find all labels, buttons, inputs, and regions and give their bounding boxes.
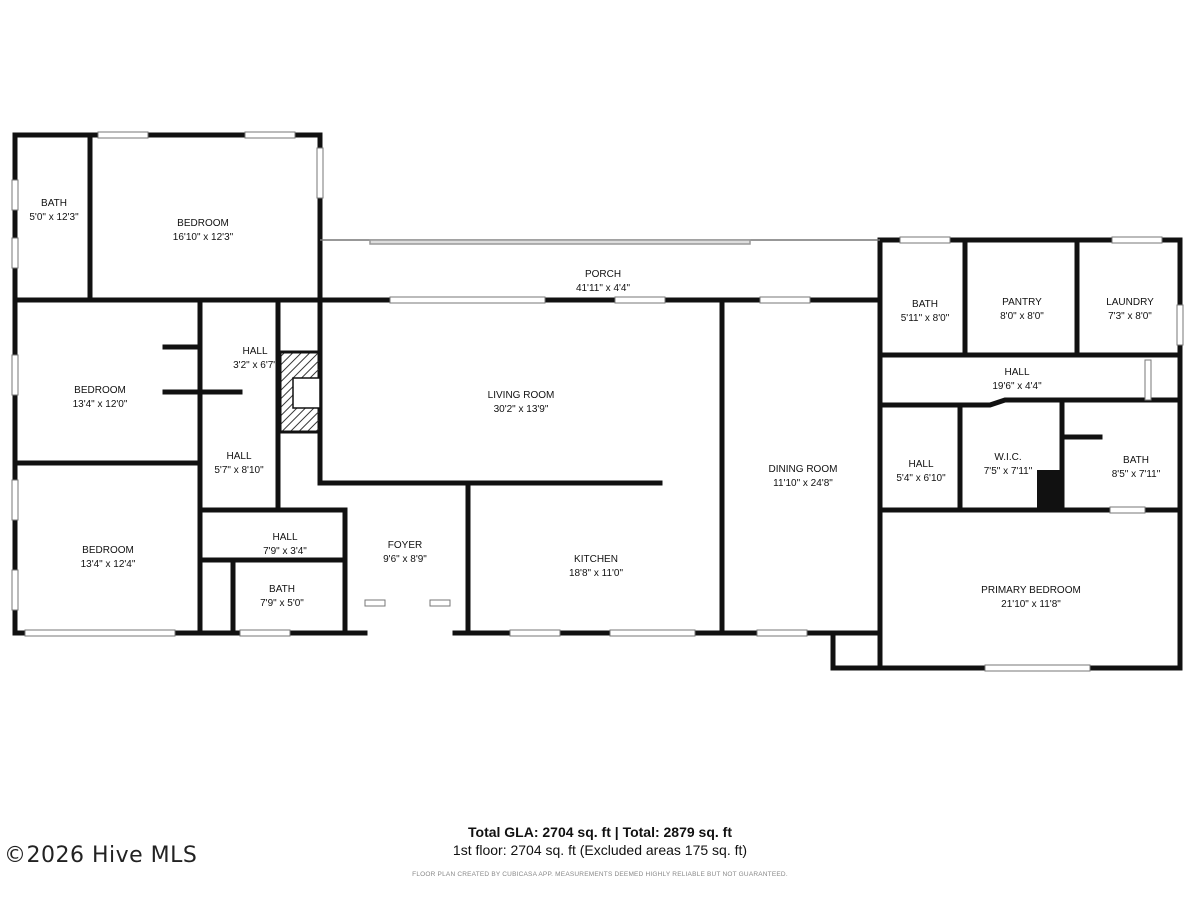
room-dims: 19'6" x 4'4" [992, 381, 1042, 392]
room-name: BATH [41, 198, 67, 209]
room-name: HALL [1004, 367, 1029, 378]
porch-outline [320, 239, 880, 245]
closet-fixture [1037, 470, 1062, 510]
room-name: W.I.C. [994, 452, 1021, 463]
room-dims: 8'0" x 8'0" [1000, 311, 1044, 322]
room-dims: 30'2" x 13'9" [494, 404, 549, 415]
room-name: BEDROOM [74, 385, 126, 396]
fireplace [278, 350, 322, 434]
room-name: HALL [226, 451, 251, 462]
room-name: PANTRY [1002, 297, 1042, 308]
room-name: LAUNDRY [1106, 297, 1154, 308]
windows [11, 131, 1184, 672]
room-name: BATH [912, 299, 938, 310]
room-name: BEDROOM [177, 218, 229, 229]
room-name: BATH [269, 584, 295, 595]
room-dims: 21'10" x 11'8" [1001, 599, 1061, 610]
room-dims: 18'8" x 11'0" [569, 568, 624, 579]
room-dims: 8'5" x 7'11" [1112, 469, 1161, 480]
room-labels: BATH 5'0" x 12'3" BEDROOM 16'10" x 12'3"… [29, 198, 1160, 610]
room-dims: 13'4" x 12'4" [81, 559, 136, 570]
room-name: KITCHEN [574, 554, 618, 565]
room-dims: 16'10" x 12'3" [173, 232, 234, 243]
room-name: HALL [272, 532, 297, 543]
room-name: LIVING ROOM [488, 390, 555, 401]
room-dims: 7'5" x 7'11" [984, 466, 1033, 477]
disclaimer: FLOOR PLAN CREATED BY CUBICASA APP. MEAS… [412, 871, 788, 878]
room-name: BATH [1123, 455, 1149, 466]
room-name: FOYER [388, 540, 422, 551]
room-dims: 7'3" x 8'0" [1108, 311, 1152, 322]
room-name: BEDROOM [82, 545, 134, 556]
room-name: HALL [908, 459, 933, 470]
room-dims: 5'4" x 6'10" [896, 473, 946, 484]
room-dims: 5'11" x 8'0" [901, 313, 950, 324]
room-dims: 5'7" x 8'10" [214, 465, 264, 476]
room-dims: 41'11" x 4'4" [576, 283, 631, 294]
room-dims: 7'9" x 3'4" [263, 546, 307, 557]
room-name: PRIMARY BEDROOM [981, 585, 1081, 596]
watermark: ©2026 Hive MLS [4, 843, 198, 868]
room-dims: 11'10" x 24'8" [773, 478, 833, 489]
room-name: PORCH [585, 269, 621, 280]
room-dims: 3'2" x 6'7" [233, 360, 277, 371]
room-dims: 7'9" x 5'0" [260, 598, 304, 609]
floor-area: 1st floor: 2704 sq. ft (Excluded areas 1… [452, 842, 748, 858]
room-dims: 13'4" x 12'0" [73, 399, 128, 410]
room-name: HALL [242, 346, 267, 357]
room-dims: 9'6" x 8'9" [383, 554, 427, 565]
room-name: DINING ROOM [769, 464, 838, 475]
room-dims: 5'0" x 12'3" [29, 212, 79, 223]
total-area: Total GLA: 2704 sq. ft | Total: 2879 sq.… [468, 824, 732, 840]
